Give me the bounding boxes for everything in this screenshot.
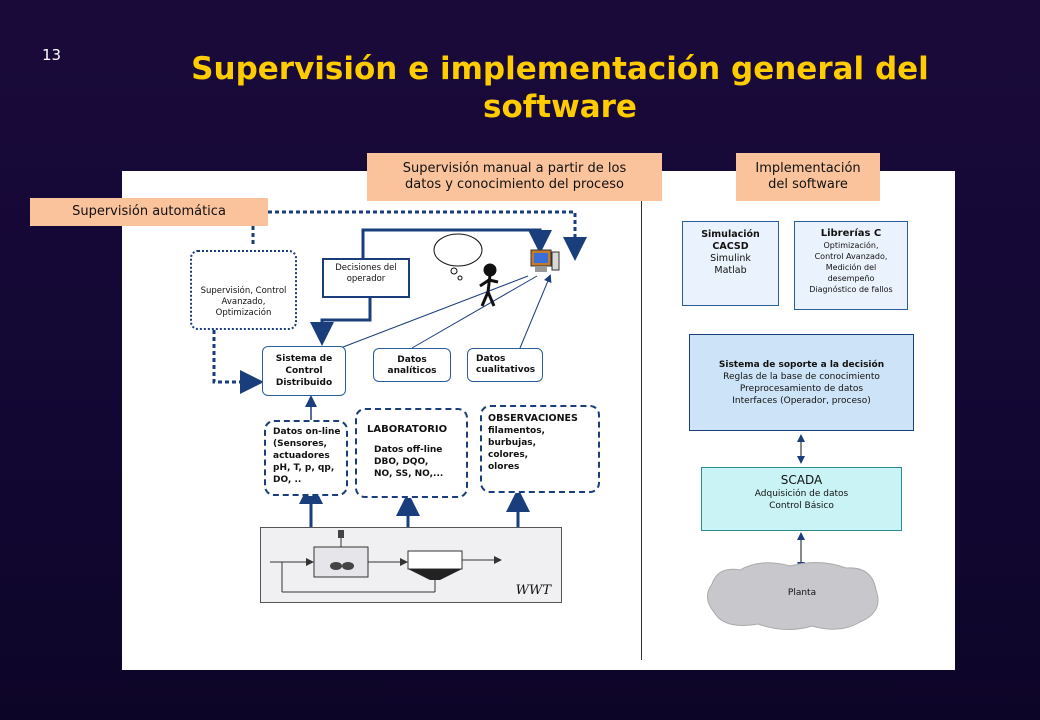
observations-box-line-3: colores, — [488, 450, 529, 460]
scd-box-line-3: Distribuido — [275, 378, 333, 388]
callout-impl-line-1: Implementación — [755, 161, 861, 176]
online-box-line-2: (Sensores, — [273, 439, 327, 449]
qualitative-box-line-2: cualitativos — [476, 365, 536, 375]
decisions-box-line-1: Decisiones del — [335, 263, 397, 273]
distributed-control-system-box: Sistema de Control Distribuido — [262, 346, 346, 396]
supervision-control-box: Supervisión, Control Avanzado, Optimizac… — [190, 250, 297, 330]
decision-support-line-1: Reglas de la base de conocimiento — [723, 372, 880, 382]
scada-box: SCADA Adquisición de datos Control Básic… — [701, 467, 902, 531]
decision-support-line-2: Preprocesamiento de datos — [739, 384, 864, 394]
c-libraries-box-line-4: desempeño — [827, 274, 875, 283]
slide-title: Supervisión e implementación general del… — [150, 50, 970, 126]
simulation-box: Simulación CACSD Simulink Matlab — [682, 221, 779, 306]
title-line-1: Supervisión e implementación general del — [191, 51, 929, 87]
decision-support-title: Sistema de soporte a la decisión — [718, 360, 885, 370]
c-libraries-box-line-2: Control Avanzado, — [814, 252, 888, 261]
callout-automatic-supervision: Supervisión automática — [30, 198, 268, 226]
plant-label: Planta — [787, 588, 817, 598]
c-libraries-box-title: Librerías C — [820, 228, 882, 239]
scada-box-line-2: Control Básico — [769, 501, 834, 511]
decisions-box-line-2: operador — [346, 274, 386, 284]
c-libraries-box-line-5: Diagnóstico de fallos — [809, 285, 893, 294]
scd-box-line-2: Control — [285, 366, 323, 376]
online-data-box: Datos on-line (Sensores, actuadores pH, … — [264, 420, 348, 496]
scada-box-line-1: Adquisición de datos — [754, 489, 849, 499]
online-box-line-1: Datos on-line — [273, 427, 341, 437]
laboratory-box-line-1: Datos off-line — [374, 445, 443, 455]
c-libraries-box-line-3: Medición del — [825, 263, 877, 272]
observations-box-line-4: olores — [488, 462, 520, 472]
observations-box-line-1: filamentos, — [488, 426, 545, 436]
computer-icon — [530, 249, 560, 272]
online-box-line-4: pH, T, p, qp, — [273, 463, 335, 473]
laboratory-box-line-3: NO, SS, NO,... — [374, 469, 444, 479]
c-libraries-box: Librerías C Optimización, Control Avanza… — [794, 221, 908, 310]
analytical-data-box: Datos analíticos — [373, 348, 451, 382]
supervision-box-line-3: Optimización — [215, 308, 272, 318]
wwt-label: WWT — [515, 583, 551, 598]
decision-support-system-box: Sistema de soporte a la decisión Reglas … — [689, 334, 914, 431]
decision-support-line-3: Interfaces (Operador, proceso) — [732, 396, 871, 406]
qualitative-box-line-1: Datos — [476, 354, 506, 364]
simulation-box-line-3: Simulink — [710, 253, 751, 264]
callout-software-implementation: Implementación del software — [736, 153, 880, 201]
observations-box: OBSERVACIONES filamentos, burbujas, colo… — [480, 405, 600, 493]
supervision-box-line-2: Avanzado, — [221, 297, 266, 307]
simulation-box-line-1: Simulación — [701, 229, 760, 240]
callout-manual-supervision: Supervisión manual a partir de los datos… — [367, 153, 662, 201]
laboratory-box-line-2: DBO, DQO, — [374, 457, 429, 467]
supervision-box-line-1: Supervisión, Control — [200, 286, 287, 296]
simulation-box-line-4: Matlab — [714, 265, 747, 276]
observations-box-title: OBSERVACIONES — [488, 413, 578, 424]
callout-impl-line-2: del software — [768, 177, 848, 192]
callout-manual-line-1: Supervisión manual a partir de los — [402, 161, 627, 176]
laboratory-box: LABORATORIO Datos off-line DBO, DQO, NO,… — [355, 408, 468, 498]
operator-decisions-box: Decisiones del operador — [322, 258, 410, 298]
analytical-box-line-2: analíticos — [387, 366, 437, 376]
title-line-2: software — [483, 89, 637, 125]
laboratory-box-title: LABORATORIO — [367, 424, 448, 435]
scada-box-title: SCADA — [780, 473, 823, 487]
qualitative-data-box: Datos cualitativos — [467, 348, 543, 382]
callout-manual-line-2: datos y conocimiento del proceso — [405, 177, 624, 192]
slide-number: 13 — [42, 46, 62, 64]
online-box-line-3: actuadores — [273, 451, 330, 461]
c-libraries-box-line-1: Optimización, — [823, 241, 879, 250]
online-box-line-5: DO, .. — [273, 475, 302, 485]
simulation-box-line-2: CACSD — [712, 241, 749, 252]
observations-box-line-2: burbujas, — [488, 438, 537, 448]
analytical-box-line-1: Datos — [397, 355, 427, 365]
panel-divider — [641, 190, 642, 660]
callout-automatic-label: Supervisión automática — [72, 204, 226, 219]
scd-box-line-1: Sistema de — [275, 354, 333, 364]
